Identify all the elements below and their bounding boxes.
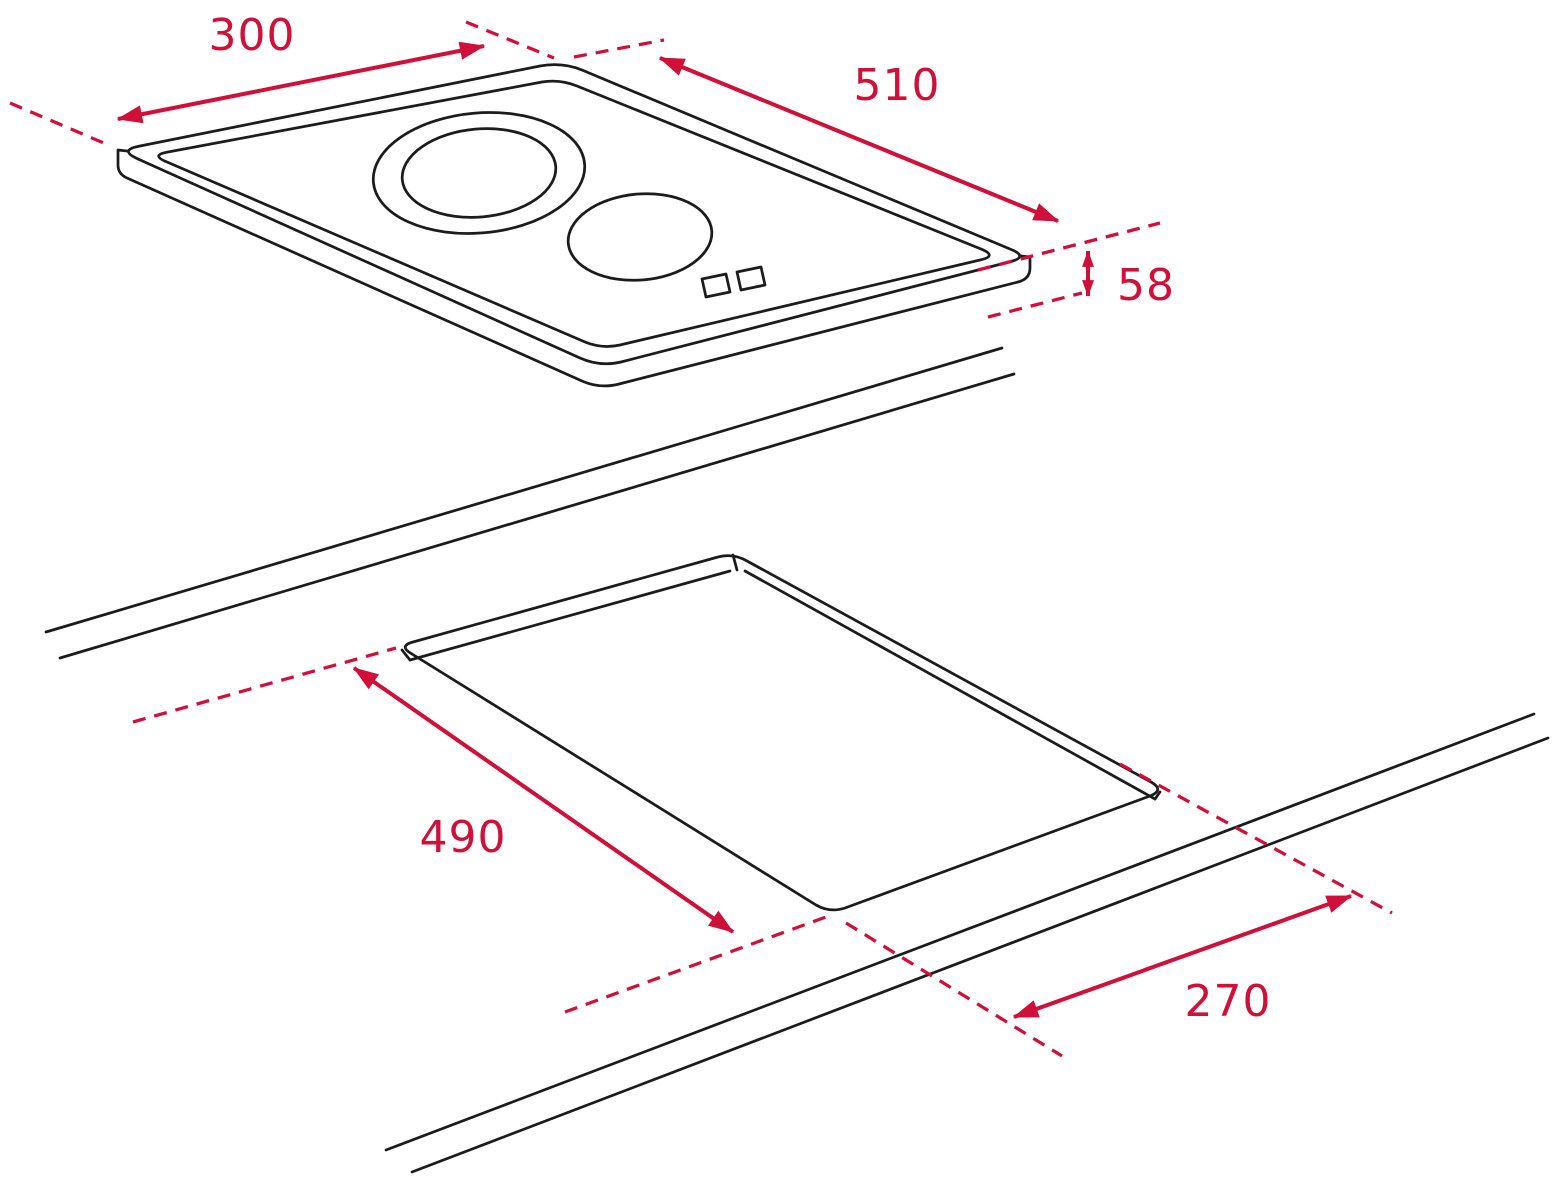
worktop-back-edge <box>44 346 1016 660</box>
dimension-hob-width: 300 <box>116 10 486 124</box>
cooking-zone-small <box>566 192 714 282</box>
extension-line <box>845 921 1063 1058</box>
dimension-label: 58 <box>1117 260 1175 311</box>
dimension-label: 300 <box>209 10 296 61</box>
dimension-arrow <box>1012 894 1353 1019</box>
dimension-cutout-depth: 490 <box>352 666 735 934</box>
cutout-outline <box>403 554 1160 912</box>
worktop-cutout-view <box>44 346 1550 1174</box>
dimension-label: 510 <box>854 60 941 111</box>
dimension-arrow <box>116 41 486 124</box>
extension-line <box>573 38 665 59</box>
dimension-arrow <box>352 666 735 934</box>
touch-control-keys <box>700 265 767 299</box>
extension-line <box>987 291 1083 319</box>
extension-line <box>564 915 827 1014</box>
extension-line <box>132 646 397 724</box>
extension-line <box>1119 762 1393 915</box>
dimension-cutout-width: 270 <box>1012 894 1353 1027</box>
dimension-hob-depth: 510 <box>658 56 1060 223</box>
dimension-hob-height: 58 <box>1082 250 1175 311</box>
hob-top-view <box>116 63 1032 388</box>
extension-lines <box>9 20 1393 1058</box>
dimension-arrow <box>658 56 1060 223</box>
extension-line <box>9 101 107 146</box>
cutout-depth-lines <box>400 553 1162 801</box>
hob-glass-inner-line <box>157 79 991 348</box>
worktop-front-edge <box>384 712 1550 1174</box>
cooking-zone-large-inner <box>400 127 558 219</box>
extension-line <box>465 20 555 60</box>
dimension-label: 270 <box>1185 976 1272 1027</box>
dimension-label: 490 <box>420 812 507 863</box>
extension-line <box>977 221 1161 272</box>
